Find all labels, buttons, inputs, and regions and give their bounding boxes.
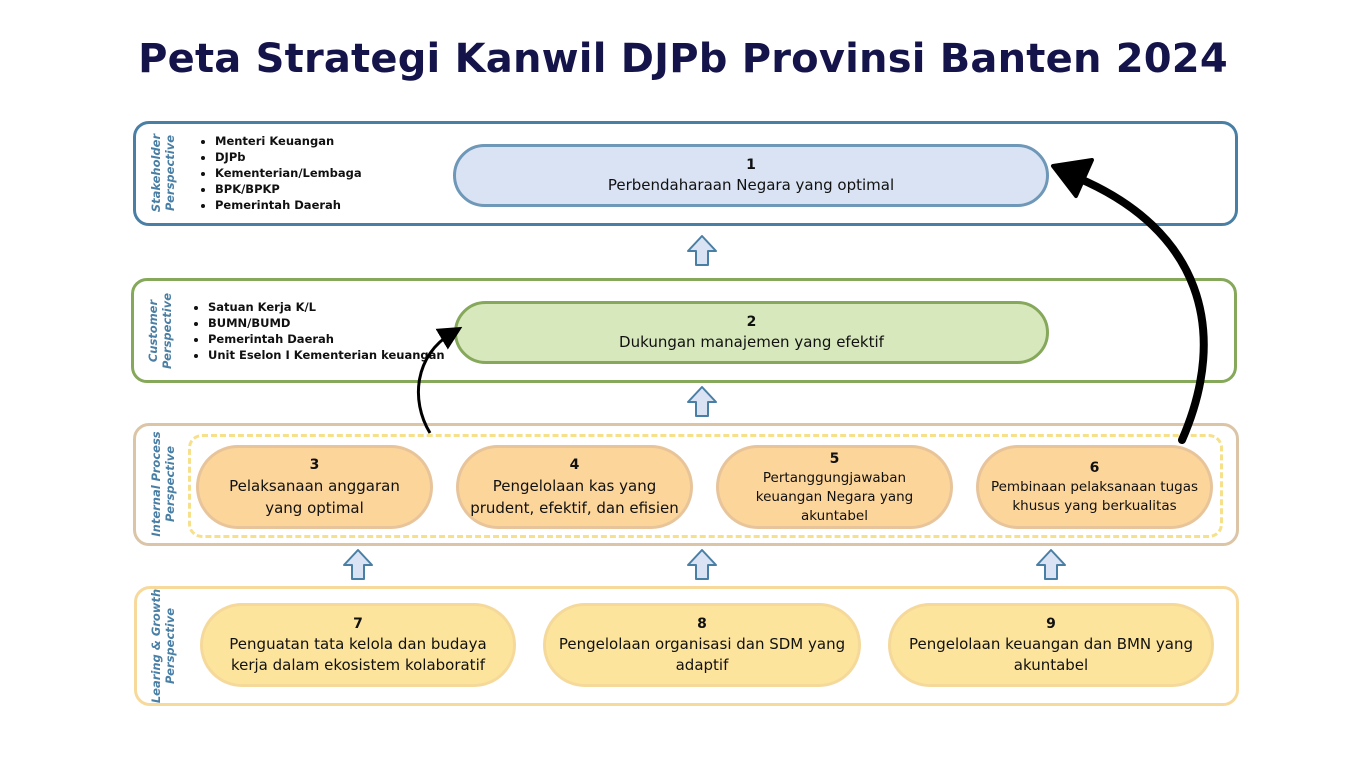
objective-4: 4 Pengelolaan kas yang prudent, efektif,… [456, 445, 693, 529]
objective-number: 5 [829, 450, 840, 467]
objective-label: Dukungan manajemen yang efektif [619, 333, 884, 351]
objective-number: 2 [746, 314, 757, 330]
objective-9: 9 Pengelolaan keuangan dan BMN yang akun… [888, 603, 1214, 687]
objective-label: Pengelolaan organisasi dan SDM yang adap… [558, 635, 846, 674]
list-item: Pemerintah Daerah [215, 197, 362, 213]
stakeholder-list: Menteri Keuangan DJPb Kementerian/Lembag… [199, 133, 362, 213]
customer-perspective-label: Customer Perspective [146, 292, 174, 370]
up-arrow-icon [1036, 549, 1066, 580]
objective-2: 2 Dukungan manajemen yang efektif [454, 301, 1049, 364]
up-arrow-icon [343, 549, 373, 580]
stakeholder-perspective-label: Stakeholder Perspective [149, 133, 177, 213]
objective-number: 8 [697, 616, 707, 632]
objective-label: Pengelolaan keuangan dan BMN yang akunta… [908, 635, 1194, 674]
list-item: BUMN/BUMD [208, 315, 445, 331]
objective-8: 8 Pengelolaan organisasi dan SDM yang ad… [543, 603, 861, 687]
learning-growth-perspective-label: Learing & Growth Perspective [149, 588, 177, 704]
objective-label: Pelaksanaan anggaran yang optimal [229, 477, 400, 517]
page-title: Peta Strategi Kanwil DJPb Provinsi Bante… [138, 36, 1228, 82]
list-item: Unit Eselon I Kementerian keuangan [208, 347, 445, 363]
internal-process-perspective-label: Internal Process Perspective [149, 431, 177, 537]
customer-list: Satuan Kerja K/L BUMN/BUMD Pemerintah Da… [192, 299, 445, 363]
up-arrow-icon [687, 235, 717, 266]
objective-label: Pertanggungjawaban keuangan Negara yang … [755, 469, 914, 524]
objective-5: 5 Pertanggungjawaban keuangan Negara yan… [716, 445, 953, 529]
objective-label: Perbendaharaan Negara yang optimal [607, 176, 895, 194]
objective-6: 6 Pembinaan pelaksanaan tugas khusus yan… [976, 445, 1213, 529]
internal-process-group [188, 434, 1223, 538]
objective-number: 4 [569, 457, 580, 473]
objective-7: 7 Penguatan tata kelola dan budaya kerja… [200, 603, 516, 687]
list-item: Menteri Keuangan [215, 133, 362, 149]
list-item: DJPb [215, 149, 362, 165]
objective-number: 7 [353, 616, 363, 632]
objective-number: 6 [1089, 460, 1100, 476]
list-item: Kementerian/Lembaga [215, 165, 362, 181]
objective-number: 3 [309, 457, 320, 473]
up-arrow-icon [687, 386, 717, 417]
objective-number: 9 [1046, 616, 1056, 632]
list-item: Pemerintah Daerah [208, 331, 445, 347]
objective-3: 3 Pelaksanaan anggaran yang optimal [196, 445, 433, 529]
objective-1: 1 Perbendaharaan Negara yang optimal [453, 144, 1049, 207]
list-item: BPK/BPKP [215, 181, 362, 197]
list-item: Satuan Kerja K/L [208, 299, 445, 315]
up-arrow-icon [687, 549, 717, 580]
objective-number: 1 [746, 157, 756, 173]
objective-label: Penguatan tata kelola dan budaya kerja d… [229, 635, 487, 674]
objective-label: Pembinaan pelaksanaan tugas khusus yang … [990, 479, 1199, 514]
objective-label: Pengelolaan kas yang prudent, efektif, d… [470, 477, 679, 517]
